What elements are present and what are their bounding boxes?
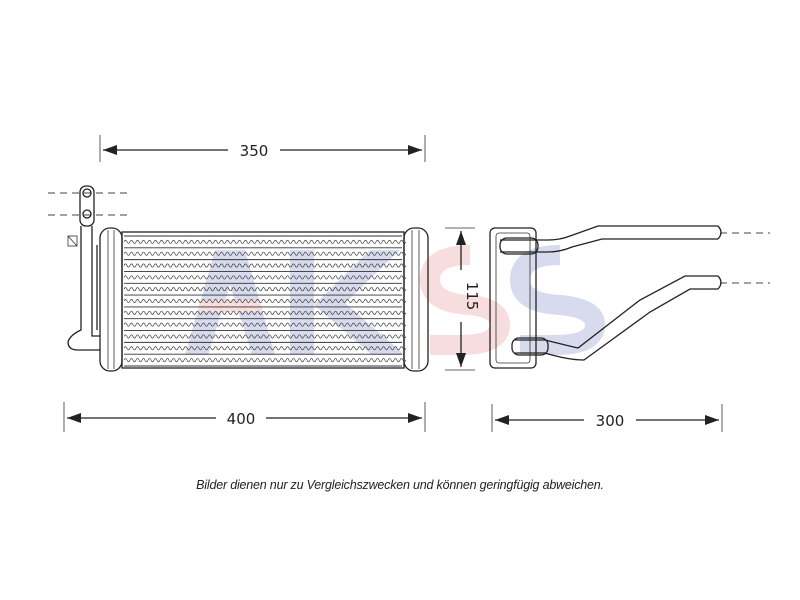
- dimension-350: 350: [99, 135, 426, 162]
- core-fins: [123, 235, 407, 367]
- dimension-350-label: 350: [240, 142, 269, 160]
- dimension-300: 300: [491, 404, 723, 432]
- heater-core-front-view: [48, 185, 429, 372]
- dimension-300-label: 300: [596, 412, 625, 430]
- disclaimer-caption: Bilder dienen nur zu Vergleichszwecken u…: [196, 478, 604, 492]
- dimension-115-label: 115: [463, 282, 481, 311]
- dimension-400-label: 400: [227, 410, 256, 428]
- dimension-400: 400: [63, 402, 426, 432]
- brand-watermark: [185, 245, 606, 355]
- dimension-115: 115: [445, 227, 481, 371]
- heater-core-side-view: [489, 225, 770, 369]
